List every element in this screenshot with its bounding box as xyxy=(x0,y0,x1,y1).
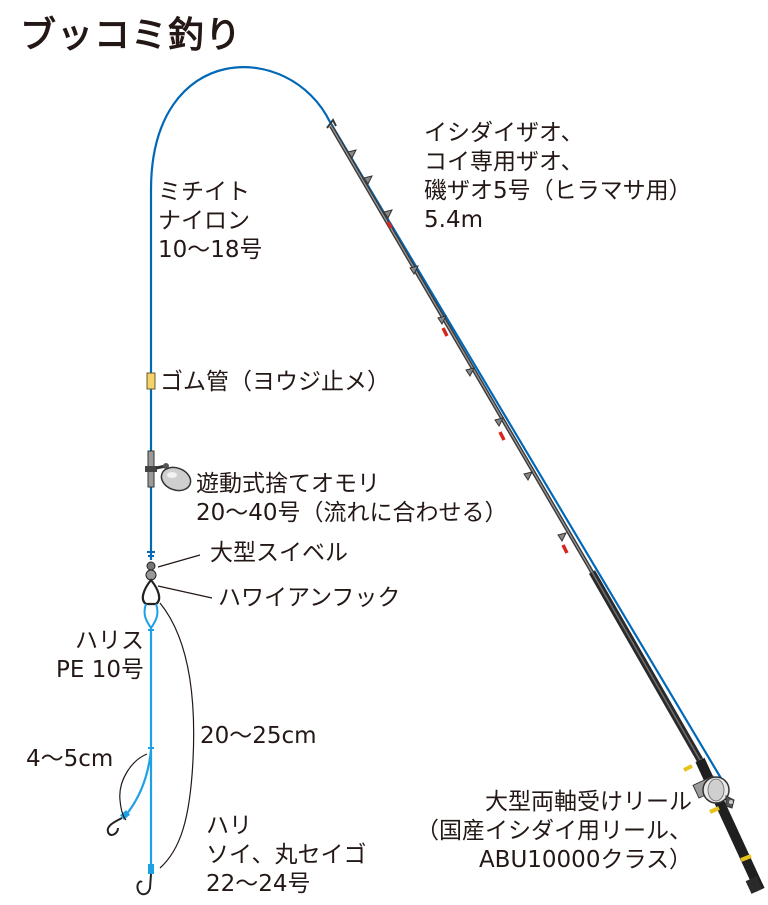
rod-label: イシダイザオ、 コイ専用ザオ、 磯ザオ5号（ヒラマサ用） 5.4m xyxy=(424,120,692,233)
main-line xyxy=(149,66,729,791)
rod-red-wraps xyxy=(386,221,569,554)
reel-label: 大型両軸受けリール （国産イシダイ用リール、 ABU10000クラス） xyxy=(416,789,692,873)
rubber-tube-icon xyxy=(146,372,156,390)
branch-length-label: 4〜5cm xyxy=(26,746,114,772)
reel-icon xyxy=(692,775,735,809)
harisu-label: ハリス PE 10号 xyxy=(56,628,144,683)
hawaiian-hook-label: ハワイアンフック xyxy=(218,585,401,611)
rubber-tube-label: ゴム管（ヨウジ止メ） xyxy=(160,369,390,395)
sinker-label: 遊動式捨てオモリ 20〜40号（流れに合わせる） xyxy=(196,471,508,526)
diagram-title: ブッコミ釣り xyxy=(20,15,243,56)
hook-icons xyxy=(106,817,152,896)
michiito-label: ミチイト ナイロン 10〜18号 xyxy=(158,179,263,263)
swivel-icon xyxy=(145,551,157,581)
rod-gold-bands xyxy=(683,764,752,862)
sinker-icon xyxy=(145,450,192,492)
swivel-label: 大型スイベル xyxy=(210,540,348,566)
rod-guides xyxy=(347,149,567,542)
leader-length-label: 20〜25cm xyxy=(200,723,317,749)
callout-lines xyxy=(119,554,213,869)
hook-label: ハリ ソイ、丸セイゴ 22〜24号 xyxy=(206,813,367,897)
hawaiian-hook-icon xyxy=(141,578,161,606)
harisu-leader xyxy=(120,603,159,874)
rod xyxy=(326,118,765,894)
